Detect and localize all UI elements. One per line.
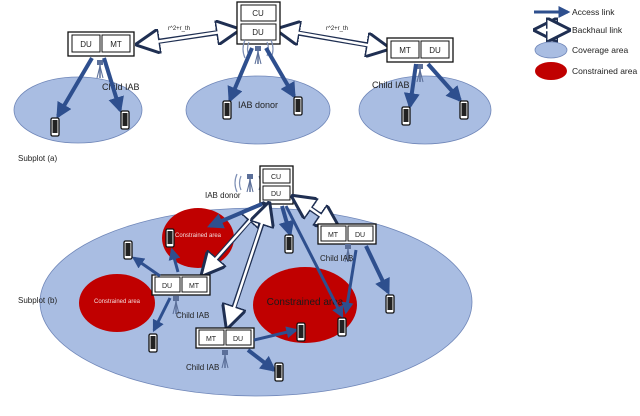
du-label: DU [80, 40, 92, 49]
backhaul-link-a-right [280, 30, 386, 48]
access-link-b3 [284, 205, 344, 319]
child-iab-label-b-right: Child IAB [320, 254, 353, 263]
phone-icon [293, 96, 303, 116]
legend: Access link Backhaul link Coverage area … [534, 6, 637, 80]
antenna-icon [246, 173, 254, 193]
mt-label: MT [399, 46, 411, 55]
iab-donor-label-a: IAB donor [238, 100, 278, 110]
access-link-b2 [278, 205, 295, 238]
child-iab-node-a-right: MT DU [386, 37, 454, 63]
constrained-area-b2 [79, 274, 155, 332]
legend-constrained-area: Constrained area [572, 66, 637, 76]
du-label: DU [429, 46, 441, 55]
backhaul-link-b-bottom [228, 206, 268, 325]
iab-donor-node-a: CU DU [236, 1, 281, 45]
backhaul-link-a-left [140, 30, 236, 44]
antenna-icon [254, 45, 262, 65]
phone-icon [120, 110, 130, 130]
legend-access-link: Access link [572, 7, 615, 17]
phone-icon [284, 234, 294, 254]
mt-label: MT [110, 40, 122, 49]
subplot-a: r^2+r_th r^2+r_th DU MT Child IAB CU DU [13, 1, 492, 163]
phone-icon [296, 322, 306, 342]
constrained-area-b3 [253, 267, 357, 343]
child-iab-label-a-left: Child IAB [102, 82, 140, 92]
iab-donor-label-b: IAB donor [205, 191, 241, 200]
access-link-a3 [227, 47, 254, 103]
phone-icon [165, 228, 175, 248]
child-iab-node-b-mid: DU MT [151, 274, 211, 296]
subplot-a-label: Subplot (a) [18, 154, 57, 163]
access-link-b10 [246, 348, 277, 372]
subplot-b: Constrained area Constrained area Constr… [18, 165, 473, 397]
antenna-icon [416, 63, 424, 83]
legend-backhaul-link: Backhaul link [572, 25, 623, 35]
phone-icon [274, 362, 284, 382]
rth-label-right: r^2+r_th [326, 26, 348, 32]
access-link-b9 [253, 326, 299, 342]
access-link-b6 [132, 256, 161, 278]
phone-icon [50, 117, 60, 137]
access-link-b7 [152, 297, 172, 333]
access-link-a6 [426, 62, 463, 103]
access-link-a1 [56, 56, 94, 119]
child-iab-label-a-right: Child IAB [372, 80, 410, 90]
du-label: DU [355, 232, 365, 239]
phone-icon [337, 317, 347, 337]
antenna-icon [96, 59, 104, 79]
mt-label: MT [328, 232, 339, 239]
phone-icon [385, 294, 395, 314]
child-iab-label-b-bottom: Child IAB [186, 363, 219, 372]
child-iab-label-b-mid: Child IAB [176, 311, 209, 320]
du-label: DU [271, 191, 281, 198]
du-label: DU [162, 283, 172, 290]
access-link-b8 [168, 247, 181, 273]
phone-icon [148, 333, 158, 353]
du-label: DU [233, 336, 243, 343]
legend-coverage-area: Coverage area [572, 45, 629, 55]
coverage-area-a-left [13, 76, 143, 144]
constrained-area-label-b3: Constrained area [267, 297, 344, 308]
phone-icon [401, 106, 411, 126]
mt-label: MT [189, 283, 200, 290]
cu-label: CU [252, 9, 264, 18]
access-link-b1 [207, 202, 263, 229]
du-label: DU [252, 28, 264, 37]
iab-donor-node-b: CU DU [259, 165, 294, 205]
legend-coverage-swatch [534, 41, 568, 59]
mt-label: MT [206, 336, 217, 343]
child-iab-node-b-right: MT DU [317, 223, 377, 245]
access-link-a5 [403, 63, 420, 110]
access-link-b5 [341, 249, 358, 315]
child-iab-node-a-left: DU MT [67, 31, 135, 57]
phone-icon [222, 100, 232, 120]
rth-label-left: r^2+r_th [168, 26, 190, 32]
backhaul-link-b-right [295, 198, 336, 226]
access-link-a4 [264, 46, 296, 99]
constrained-area-label-b1: Constrained area [175, 233, 222, 239]
child-iab-node-b-bottom: MT DU [195, 327, 255, 349]
phone-icon [123, 240, 133, 260]
coverage-area-a-center [185, 75, 331, 145]
phone-icon [459, 100, 469, 120]
cu-label: CU [271, 174, 281, 181]
constrained-area-label-b2: Constrained area [94, 299, 141, 305]
access-link-b4 [364, 245, 390, 295]
access-link-a2 [102, 57, 124, 114]
subplot-b-label: Subplot (b) [18, 296, 57, 305]
legend-constrained-swatch [535, 62, 567, 80]
